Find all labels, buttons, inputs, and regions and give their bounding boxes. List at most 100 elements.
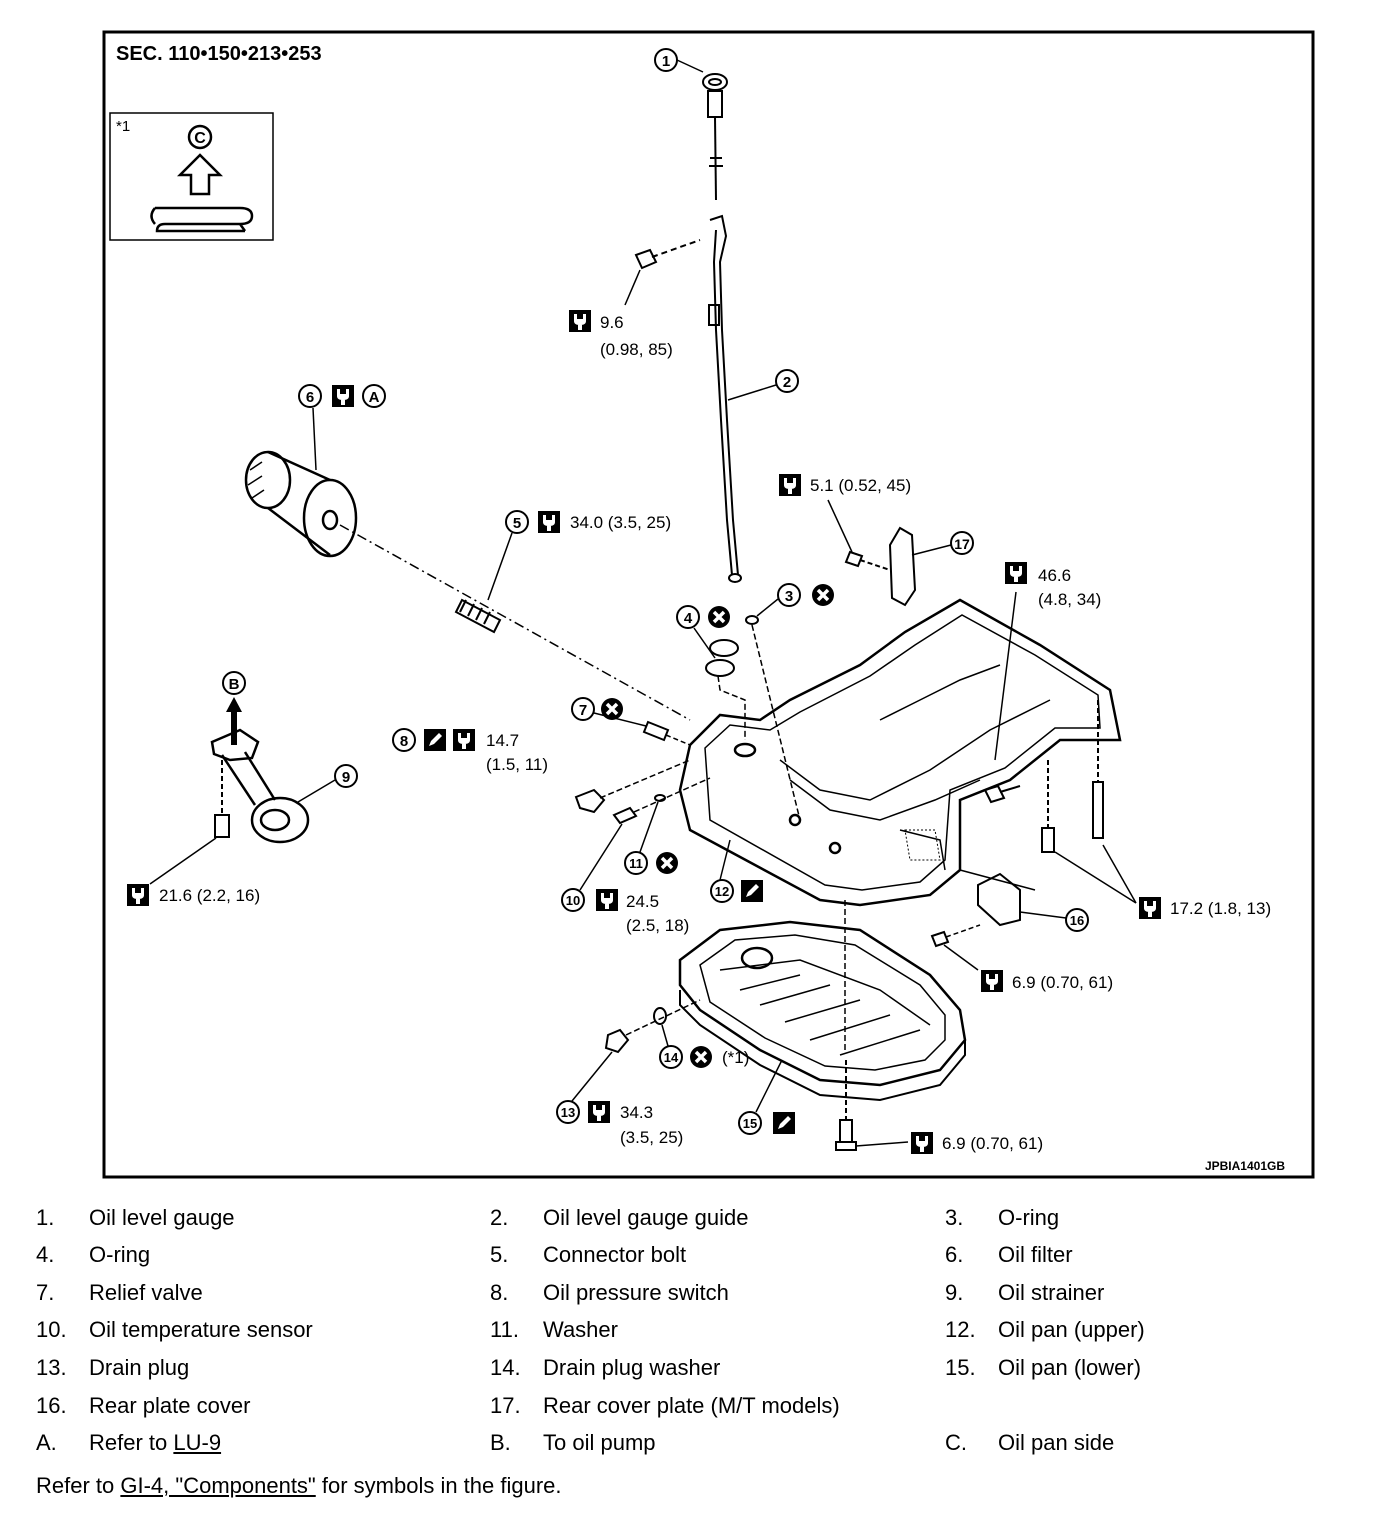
oil-pan-upper (678, 598, 1122, 907)
legend-text: Relief valve (89, 1280, 203, 1305)
callout-a: A (362, 384, 386, 408)
svg-text:13: 13 (561, 1105, 575, 1120)
legend-num: 13. (36, 1355, 67, 1380)
legend-num: A. (36, 1430, 57, 1455)
legend-text: Drain plug washer (543, 1355, 721, 1380)
torque-24-5-sub: (2.5, 18) (626, 916, 689, 935)
legend-text: Oil pan (lower) (998, 1355, 1142, 1380)
callout-17: 17 (950, 531, 974, 555)
svg-text:14: 14 (664, 1050, 679, 1065)
callout-11: 11 (624, 851, 648, 875)
torque-34-3-sub: (3.5, 25) (620, 1128, 683, 1147)
callout-6: 6 (298, 384, 322, 408)
callout-16: 16 (1065, 908, 1089, 932)
note-star1: (*1) (722, 1048, 749, 1067)
callout-4: 4 (676, 605, 700, 629)
leader-2 (727, 384, 777, 401)
svg-text:8: 8 (400, 733, 408, 750)
torque-21-6: 21.6 (2.2, 16) (159, 886, 260, 905)
relief-valve (642, 720, 670, 742)
oil-strainer (210, 728, 310, 844)
legend-num: 3. (945, 1205, 964, 1230)
legend-num: 12. (945, 1317, 976, 1342)
legend-row: 1.Oil level gauge 2.Oil level gauge guid… (0, 1205, 1392, 1242)
rear-cover-plate (844, 526, 917, 607)
legend-text: Oil pan side (998, 1430, 1115, 1455)
legend-text: Drain plug (89, 1355, 190, 1380)
o-ring-4 (709, 639, 739, 657)
legend-text: Connector bolt (543, 1242, 687, 1267)
footnote-prefix: Refer to (36, 1473, 121, 1498)
legend-num: 11. (490, 1317, 519, 1342)
torque-9-6: 9.6 (600, 313, 624, 332)
legend-num: 5. (490, 1242, 509, 1267)
torque-14-7: 14.7 (486, 731, 519, 750)
legend-num: 17. (490, 1393, 521, 1418)
legend-num: C. (945, 1430, 967, 1455)
svg-text:15: 15 (743, 1116, 757, 1131)
callout-b: B (222, 671, 246, 695)
bolt-46-6 (983, 784, 1021, 804)
svg-text:C: C (194, 130, 206, 147)
oil-pan-exploded-diagram: SEC. 110•150•213•253 *1 C 1 2 9.6 (0. (102, 30, 1315, 1179)
section-title: SEC. 110•150•213•253 (116, 43, 322, 65)
torque-5-1: 5.1 (0.52, 45) (810, 476, 911, 495)
rear-plate-cover (977, 872, 1021, 927)
oil-pan-side-section (150, 206, 254, 233)
legend-text: Oil strainer (998, 1280, 1105, 1305)
legend-row: 4.O-ring 5.Connector bolt 6.Oil filter (0, 1242, 1392, 1279)
legend-text: Oil filter (998, 1242, 1073, 1267)
legend-text: Rear plate cover (89, 1393, 251, 1418)
torque-34-0: 34.0 (3.5, 25) (570, 513, 671, 532)
connector-bolt (454, 598, 502, 634)
torque-17-2: 17.2 (1.8, 13) (1170, 899, 1271, 918)
leader-1 (676, 59, 704, 73)
torque-34-3: 34.3 (620, 1103, 653, 1122)
torque-9-6-sub: (0.98, 85) (600, 340, 673, 359)
callout-10: 10 (561, 888, 585, 912)
lu-9-link[interactable]: LU-9 (173, 1430, 222, 1455)
callout-3: 3 (777, 583, 801, 607)
diagram-frame (102, 30, 1315, 1179)
legend-num: 2. (490, 1205, 509, 1230)
drain-plug (604, 1028, 630, 1054)
callout-14: 14 (659, 1045, 683, 1069)
guide-bolt (634, 239, 701, 270)
legend-num: 10. (36, 1317, 67, 1342)
svg-text:17: 17 (954, 536, 970, 552)
callout-9: 9 (334, 764, 358, 788)
svg-text:2: 2 (783, 374, 791, 391)
pan-bolts-17-2 (1041, 700, 1104, 853)
svg-text:9: 9 (342, 769, 350, 786)
torque-6-9b: 6.9 (0.70, 61) (942, 1134, 1043, 1153)
filter-axis-line (339, 524, 691, 721)
torque-46-6-sub: (4.8, 34) (1038, 590, 1101, 609)
svg-text:11: 11 (629, 856, 643, 871)
svg-text:7: 7 (579, 702, 587, 719)
gi-4-components-link[interactable]: GI-4, "Components" (120, 1473, 316, 1498)
svg-text:3: 3 (785, 588, 793, 605)
legend-row: 10.Oil temperature sensor 11.Washer 12.O… (0, 1317, 1392, 1354)
svg-text:1: 1 (662, 53, 670, 70)
legend-text: To oil pump (543, 1430, 656, 1455)
legend-text: Refer to LU-9 (89, 1430, 221, 1456)
inset-box (109, 112, 274, 241)
callout-8: 8 (392, 728, 416, 752)
callout-2: 2 (775, 369, 799, 393)
oil-level-gauge-guide (708, 214, 742, 583)
torque-14-7-sub: (1.5, 11) (486, 755, 548, 774)
svg-text:A: A (369, 389, 380, 406)
svg-text:10: 10 (566, 893, 580, 908)
callout-13: 13 (556, 1100, 580, 1124)
footnote-suffix: for symbols in the figure. (315, 1473, 562, 1498)
drain-plug-washer (653, 1007, 667, 1025)
callout-1: 1 (654, 48, 678, 72)
svg-text:4: 4 (684, 610, 693, 627)
legend-text: Washer (543, 1317, 618, 1342)
strainer-bolt (214, 760, 230, 838)
cover-bolt (930, 930, 950, 948)
legend-text: Oil temperature sensor (89, 1317, 313, 1342)
svg-text:16: 16 (1070, 913, 1084, 928)
svg-text:5: 5 (513, 515, 521, 532)
legend-text: Oil level gauge guide (543, 1205, 749, 1230)
